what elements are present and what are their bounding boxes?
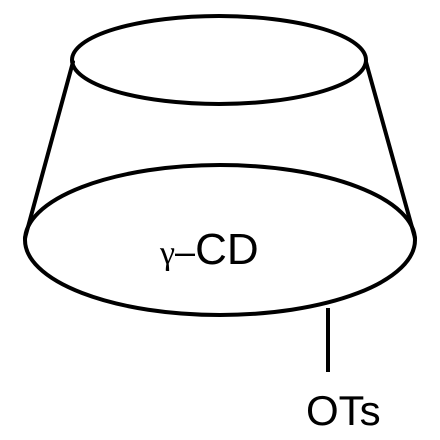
top-rim-ellipse [70,14,368,106]
bottom-rim-ellipse [23,163,417,317]
cyclodextrin-name: CD [195,225,259,274]
right-wall-line [364,60,417,240]
label-dash: – [175,231,195,272]
cd-label: γ–CD [159,225,259,274]
substituent-label: OTs [306,387,381,434]
left-wall-line [23,60,75,240]
gamma-prefix: γ [159,235,175,272]
